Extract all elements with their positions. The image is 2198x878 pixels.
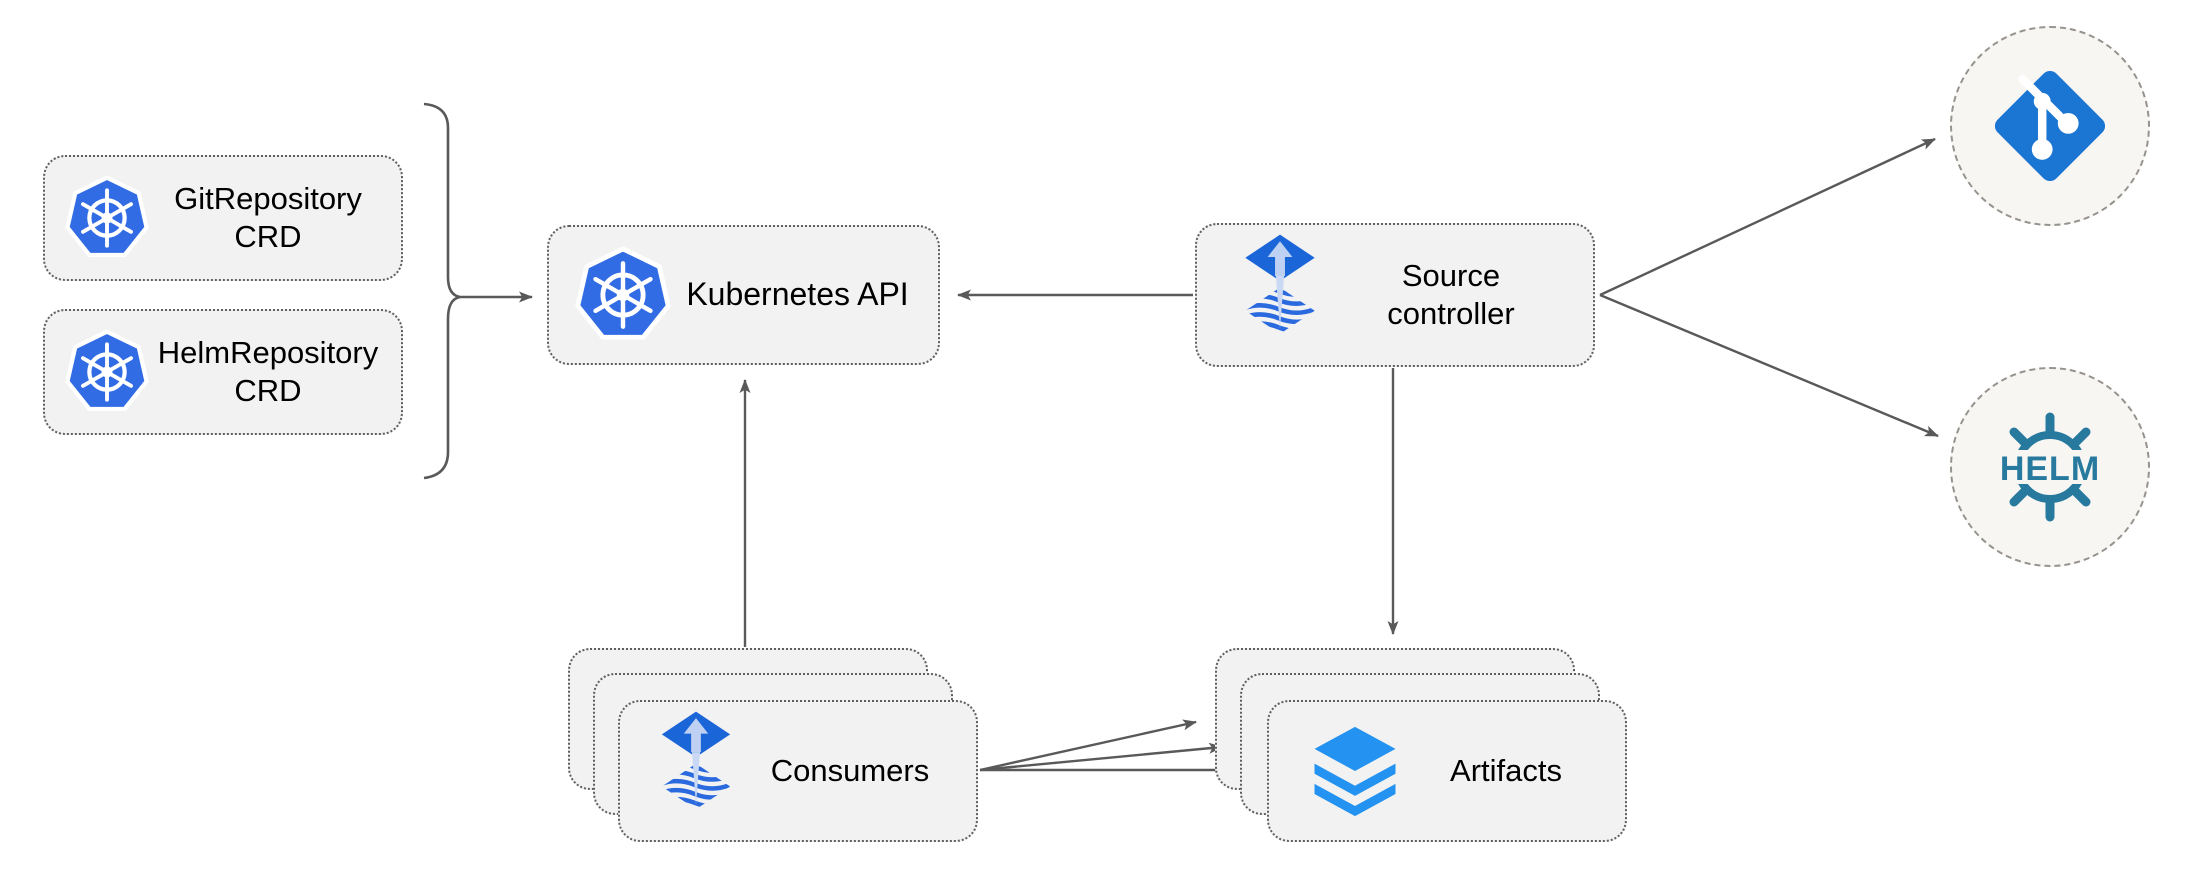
crd-bracket <box>423 102 461 480</box>
kubernetes-icon <box>65 175 149 258</box>
layers-icon <box>1314 726 1396 817</box>
kubernetes-icon <box>575 246 671 340</box>
git-icon <box>1994 70 2106 182</box>
node-label: Consumers <box>770 753 930 789</box>
node-label: Kubernetes API <box>686 276 909 313</box>
edge-source-to-helm <box>1599 293 1939 438</box>
edge-consumers-to-artifacts-2 <box>979 742 1223 772</box>
node-consumers: Consumers <box>618 700 978 842</box>
node-source-controller: Source controller <box>1195 223 1595 367</box>
edge-source-to-git <box>1599 137 1936 297</box>
flux-source-icon <box>661 711 731 809</box>
node-helm-repository-crd: HelmRepository CRD <box>43 309 403 435</box>
node-git-repository-crd: GitRepository CRD <box>43 155 403 281</box>
helm-icon: HELM <box>1998 412 2102 522</box>
node-artifacts: Artifacts <box>1267 700 1627 842</box>
edge-consumers-to-artifacts-1 <box>979 719 1197 772</box>
node-kubernetes-api: Kubernetes API <box>547 225 940 365</box>
node-label: GitRepository CRD <box>174 181 362 254</box>
node-helm: HELM <box>1950 367 2150 567</box>
kubernetes-icon <box>65 329 149 412</box>
flux-source-icon <box>1245 234 1315 334</box>
helm-label: HELM <box>2000 450 2100 488</box>
node-label: Source controller <box>1387 258 1515 331</box>
node-git <box>1950 26 2150 226</box>
node-label: HelmRepository CRD <box>157 335 379 408</box>
node-label: Artifacts <box>1450 753 1562 789</box>
